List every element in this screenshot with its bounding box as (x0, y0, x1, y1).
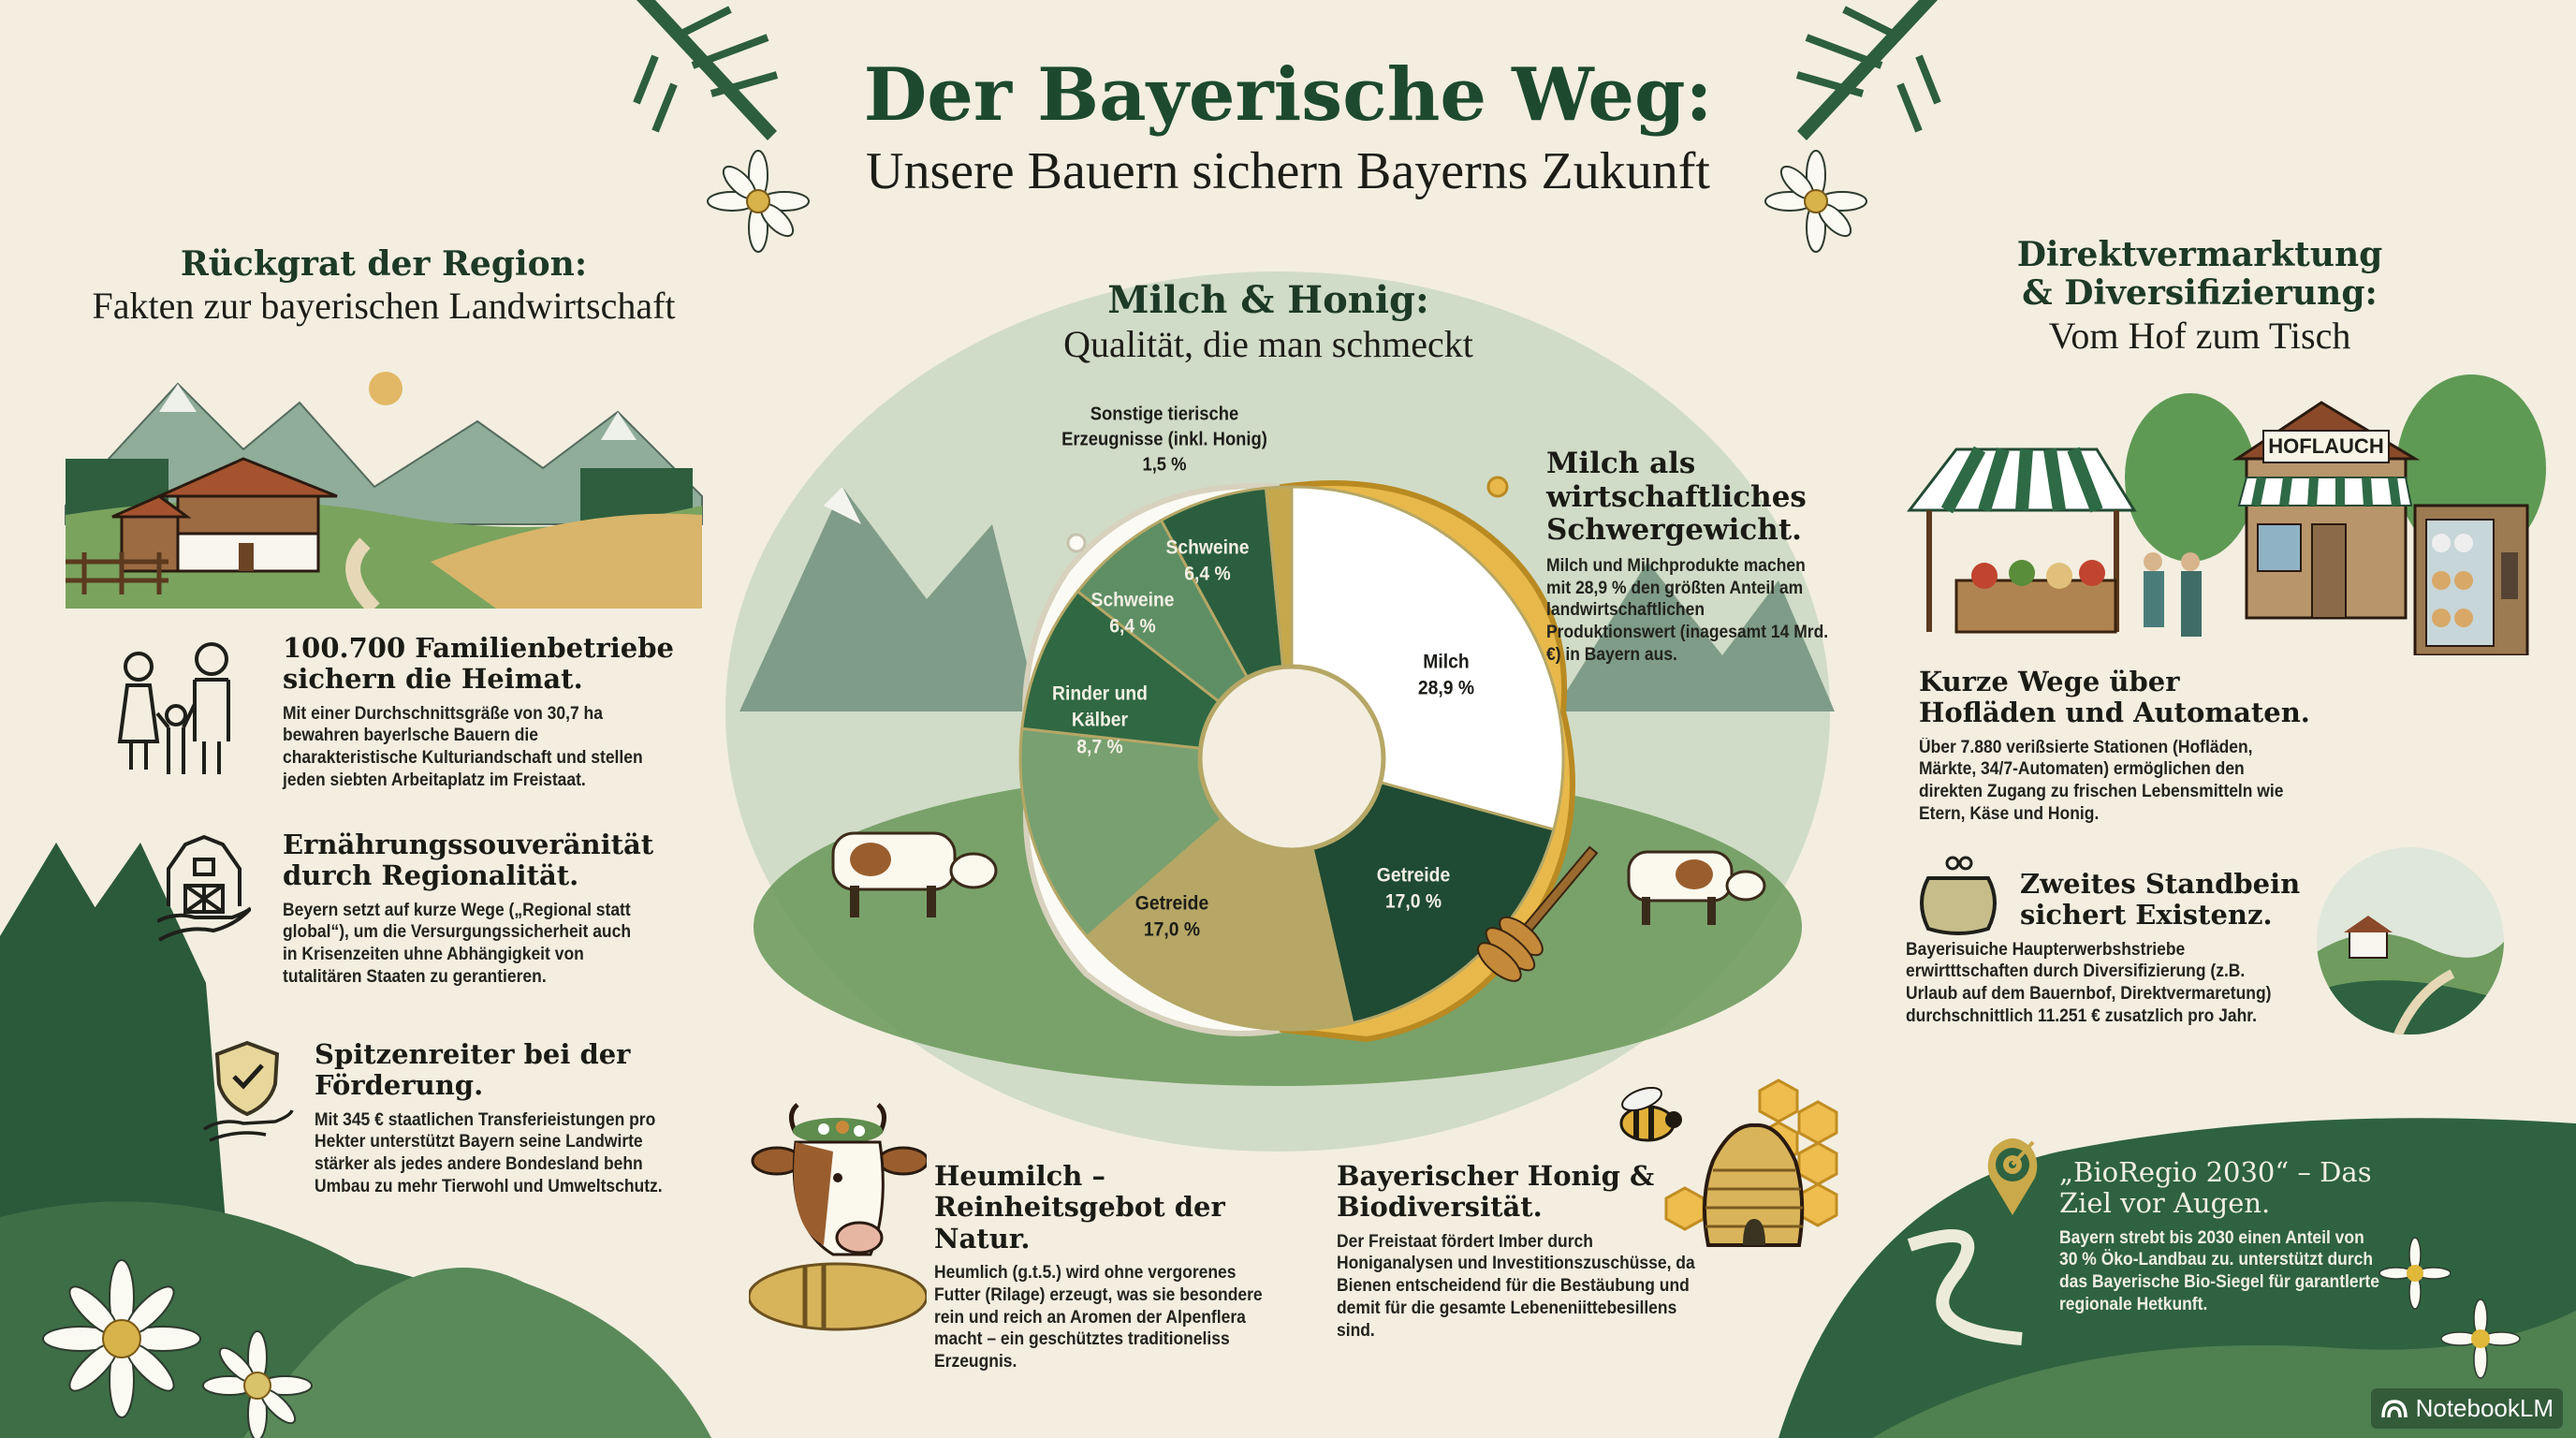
farm-shop-market-illustration: HOFLAUCH (1906, 374, 2546, 655)
fact-honey-biodiversity: Bayerischer Honig & Biodiversität. Der F… (1337, 1160, 1730, 1342)
fact-title: Ernährungssouveränität durch Regionalitä… (283, 829, 654, 892)
cow-meadow-left (831, 831, 998, 917)
label-text: Kälber (1071, 709, 1129, 731)
fact-body: Der Freistaat fördert Imber durch Honiga… (1337, 1231, 1695, 1341)
label-value: 28,9 % (1417, 678, 1475, 699)
edelweiss-bottom-small (202, 1330, 313, 1438)
fact-title: Spitzenreiter bei der Förderung. (315, 1038, 631, 1102)
beehive (1703, 1123, 1805, 1247)
fact-funding-leader: Spitzenreiter bei der Förderung. Mit 345… (315, 1038, 708, 1198)
vending-machine (2413, 504, 2529, 655)
honey-dipper-icon (1477, 845, 1599, 982)
edelweiss-left (707, 150, 810, 253)
honeycomb (1664, 1078, 1838, 1231)
label-getreide-olive: Getreide 17,0 % (1135, 891, 1208, 945)
label-text: Schweine (1165, 536, 1250, 559)
fact-second-pillar: Zweites Standbein sichert Existenz. Baye… (1906, 868, 2318, 1028)
page-title: Der Bayerische Weg: (863, 52, 1713, 138)
fir-branch-right (1795, 0, 1941, 140)
fact-heumilch: Heumilch – Reinheitsgebot der Natur. Heu… (934, 1160, 1309, 1373)
label-text: Rinder und (1052, 682, 1148, 705)
farmhouse-landscape-illustration (65, 372, 703, 609)
fact-milk-heavyweight: Milch als wirtschaftliches Schwergewicht… (1546, 447, 1855, 667)
left-section-heading: Rückgrat der Region: Fakten zur bayerisc… (37, 244, 730, 329)
right-section-heading: Direktvermarktung & Diversifizierung: Vo… (2003, 235, 2396, 359)
fact-body: Über 7.880 verißsierte Stationen (Hofläd… (1919, 737, 2284, 824)
label-text: Schweine (1090, 589, 1175, 611)
label-value: 6,4 % (1184, 564, 1231, 585)
fact-title: 100.700 Familienbetriebe sichern die Hei… (283, 632, 674, 696)
notebooklm-logo-icon (2380, 1399, 2408, 1417)
label-value: 17,0 % (1143, 919, 1201, 941)
fact-short-routes: Kurze Wege über Hofläden und Automaten. … (1919, 666, 2321, 826)
label-value: 17,0 % (1384, 891, 1442, 913)
fact-body: Heumlich (g.t.5.) wird ohne vergorenes F… (934, 1263, 1263, 1372)
label-text: Milch (1423, 651, 1470, 673)
fact-body: Bayern strebt bis 2030 einen Anteil von … (2059, 1227, 2379, 1314)
cow-with-hay-illustration (749, 1103, 927, 1331)
left-heading-normal: Fakten zur bayerischen Landwirtschaft (92, 285, 676, 328)
fir-branch-left (633, 0, 779, 140)
hay-bundle (749, 1262, 927, 1331)
cow-meadow-right (1627, 850, 1766, 925)
family-icon (117, 642, 230, 774)
notebooklm-label: NotebookLM (2415, 1394, 2554, 1422)
label-text: Getreide (1134, 892, 1209, 915)
fact-bioregio-2030: „BioRegio 2030“ – Das Ziel vor Augen. Ba… (2059, 1156, 2415, 1316)
page-header: Der Bayerische Weg: Unsere Bauern sicher… (0, 52, 2576, 201)
shop-sign: HOFLAUCH (2268, 434, 2383, 458)
label-value: 6,4 % (1109, 616, 1156, 638)
left-heading-bold: Rückgrat der Region: (180, 244, 588, 284)
donut-slices (1018, 485, 1565, 1032)
bee-icon (1619, 1086, 1682, 1142)
path-decoration (1907, 1229, 2023, 1345)
label-milch: Milch 28,9 % (1418, 650, 1474, 703)
label-text: Sonstige tierische (1090, 404, 1239, 425)
fact-body: Bayerisuiche Haupterwerbshstriebe erwirt… (1906, 939, 2272, 1026)
barn-in-hand-icon (157, 834, 251, 942)
center-heading-bold: Milch & Honig: (1107, 278, 1429, 322)
center-heading-normal: Qualität, die man schmeckt (1063, 323, 1473, 365)
fact-title: Heumilch – Reinheitsgebot der Natur. (934, 1160, 1225, 1255)
label-sonstige: Sonstige tierische Erzeugnisse (inkl. Ho… (1061, 403, 1267, 478)
fact-title: „BioRegio 2030“ – Das Ziel vor Augen. (2059, 1156, 2372, 1220)
fact-title: Bayerischer Honig & Biodiversität. (1337, 1160, 1655, 1224)
label-value: 8,7 % (1076, 736, 1123, 758)
fact-title: Zweites Standbein sichert Existenz. (2020, 868, 2301, 932)
fact-title: Kurze Wege über Hofläden und Automaten. (1919, 666, 2310, 729)
fact-body: Beyern setzt auf kurze Wege („Regional s… (283, 900, 632, 987)
farmhouse (111, 457, 338, 573)
edelweiss-bottom (42, 1259, 201, 1418)
hofladen-building: HOFLAUCH (2232, 401, 2421, 620)
coin-purse-icon (1920, 856, 1997, 935)
page-subtitle: Unsere Bauern sichern Bayerns Zukunft (866, 142, 1710, 200)
daisies-decoration (2378, 1237, 2521, 1379)
label-getreide-dark: Getreide 17,0 % (1377, 863, 1450, 917)
label-value: 1,5 % (1142, 454, 1187, 476)
notebooklm-branding: NotebookLM (2370, 1388, 2563, 1429)
fact-body: Mit einer Durchschnittsgräße von 30,7 ha… (283, 703, 643, 790)
donut-hole (1197, 664, 1386, 853)
bee-hive-illustration (1619, 1078, 1838, 1247)
label-text: Getreide (1376, 864, 1451, 887)
landscape-medallion (2317, 847, 2504, 1034)
shield-check-hand-icon (203, 1040, 294, 1142)
fact-food-sovereignty: Ernährungssouveränität durch Regionalitä… (283, 829, 676, 989)
market-stall (1906, 446, 2137, 634)
fact-body: Milch und Milchprodukte machen mit 28,9 … (1546, 555, 1829, 665)
center-section-heading: Milch & Honig: Qualität, die man schmeck… (997, 279, 1540, 367)
label-rinder: Rinder und Kälber 8,7 % (1052, 681, 1148, 760)
right-heading-normal: Vom Hof zum Tisch (2048, 314, 2351, 357)
label-schweine-dark: Schweine 6,4 % (1165, 536, 1249, 589)
label-text: Erzeugnisse (inkl. Honig) (1061, 429, 1267, 450)
edelweiss-right (1764, 150, 1867, 253)
fact-family-farms: 100.700 Familienbetriebe sichern die Hei… (283, 632, 676, 792)
target-pin-icon (1987, 1138, 2038, 1215)
fact-body: Mit 345 € staatlichen Transferieistungen… (315, 1109, 663, 1196)
donut-chart (1018, 476, 1599, 1043)
label-schweine-medium: Schweine 6,4 % (1090, 588, 1174, 641)
people (2144, 552, 2202, 637)
fact-title: Milch als wirtschaftliches Schwergewicht… (1546, 447, 1807, 548)
right-heading-bold: Direktvermarktung & Diversifizierung: (2016, 235, 2383, 314)
